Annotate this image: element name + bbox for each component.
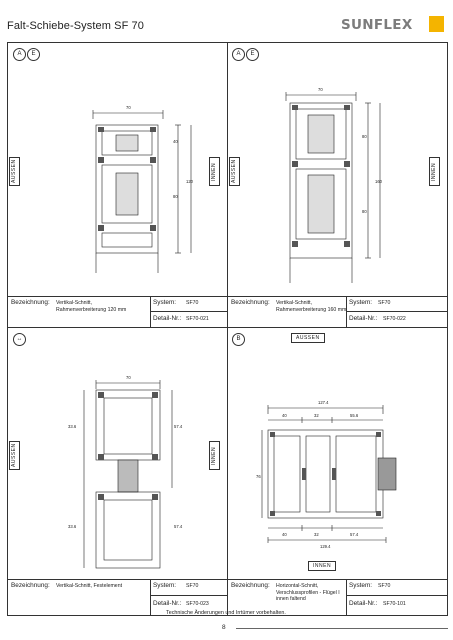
dim-text: 76 [256, 474, 261, 479]
dim-text: 57.4 [174, 424, 183, 429]
badge-e: E [246, 48, 259, 61]
drawing-sheet: A E AUSSEN INNEN 70 40 80 120 A E AUSSEN… [7, 42, 448, 616]
caption-101: Bezeichnung: Horizontal-Schnitt, Verschl… [228, 579, 448, 616]
caption-label: Bezeichnung: [231, 582, 270, 589]
page-number: 8 [222, 624, 226, 631]
system-label: System: [153, 582, 177, 589]
detail-label: Detail-Nr.: [153, 600, 182, 607]
drawing-detail-022: 70 80 160 80 [285, 87, 383, 283]
badge-fixed: ↔ [13, 333, 26, 346]
side-innen: INNEN [308, 561, 337, 571]
system-value: SF70 [186, 583, 199, 589]
caption-separator [346, 579, 347, 616]
drawing-detail-101: 127.4 40 32 55.6 76 40 32 57.4 129.4 [256, 400, 397, 549]
logo-mark-icon [429, 16, 444, 32]
center-divider [227, 43, 228, 615]
system-label: System: [349, 582, 373, 589]
disclaimer-note: Technische Änderungen und Irrtümer vorbe… [166, 610, 286, 616]
page-title: Falt-Schiebe-System SF 70 [7, 20, 144, 32]
detail-label: Detail-Nr.: [153, 315, 182, 322]
caption-row-line [346, 595, 448, 596]
caption-value: Horizontal-Schnitt, Verschlussprofilen -… [276, 583, 340, 602]
caption-023: Bezeichnung: Vertikal-Schnitt, Festeleme… [8, 579, 228, 616]
badge-a: A [13, 48, 26, 61]
caption-value: Vertikal-Schnitt, Rahmenverbreiterung 16… [276, 300, 347, 313]
caption-row-line [150, 595, 228, 596]
badge-e: E [27, 48, 40, 61]
detail-value: SF70-101 [383, 601, 406, 607]
caption-022: Bezeichnung: Vertikal-Schnitt, Rahmenver… [228, 296, 448, 327]
side-aussen: AUSSEN [291, 333, 325, 343]
detail-value: SF70-022 [383, 316, 406, 322]
caption-label: Bezeichnung: [11, 582, 50, 589]
dim-text: 32 [314, 532, 319, 537]
system-value: SF70 [186, 300, 199, 306]
detail-value: SF70-023 [186, 601, 209, 607]
sunflex-logo: SUNFLEX [341, 16, 445, 34]
dim-text: 70 [318, 87, 323, 92]
system-label: System: [153, 299, 177, 306]
dim-text: 70 [126, 375, 131, 380]
dim-text: 40 [282, 413, 287, 418]
caption-bottom-line-1 [8, 327, 447, 328]
dim-text: 40 [173, 139, 178, 144]
dim-text: 57.4 [350, 532, 359, 537]
dim-text: 55.6 [350, 413, 359, 418]
dim-text: 32 [314, 413, 319, 418]
dim-text: 80 [173, 194, 178, 199]
dim-text: 57.4 [174, 524, 183, 529]
dim-text: 40 [282, 532, 287, 537]
detail-label: Detail-Nr.: [349, 600, 378, 607]
caption-separator [150, 579, 151, 616]
system-label: System: [349, 299, 373, 306]
dim-text: 120 [186, 179, 194, 184]
badge-b: B [232, 333, 245, 346]
dim-text: 129.4 [320, 544, 331, 549]
caption-label: Bezeichnung: [231, 299, 270, 306]
caption-top-line-1 [8, 296, 447, 297]
dim-text: 80 [362, 134, 367, 139]
caption-row-line [346, 311, 448, 312]
drawing-detail-021: 70 40 80 120 [92, 105, 194, 273]
caption-value: Vertikal-Schnitt, Festelement [56, 583, 123, 589]
system-value: SF70 [378, 583, 391, 589]
dim-text: 70 [126, 105, 131, 110]
dim-text: 33.6 [68, 524, 77, 529]
caption-top-line-2 [8, 579, 447, 580]
logo-text: SUNFLEX [341, 17, 413, 33]
dim-text: 80 [362, 209, 367, 214]
caption-row-line [150, 311, 228, 312]
dim-text: 160 [375, 179, 383, 184]
dim-text: 127.4 [318, 400, 329, 405]
dim-text: 33.6 [68, 424, 77, 429]
caption-021: Bezeichnung: Vertikal-Schnitt, Rahmenver… [8, 296, 228, 327]
badge-a: A [232, 48, 245, 61]
drawing-detail-023: 70 33.6 57.4 33.6 57.4 [68, 375, 183, 569]
detail-label: Detail-Nr.: [349, 315, 378, 322]
caption-label: Bezeichnung: [11, 299, 50, 306]
detail-value: SF70-021 [186, 316, 209, 322]
footer-rule [236, 628, 448, 629]
caption-value: Vertikal-Schnitt, Rahmenverbreiterung 12… [56, 300, 127, 313]
system-value: SF70 [378, 300, 391, 306]
